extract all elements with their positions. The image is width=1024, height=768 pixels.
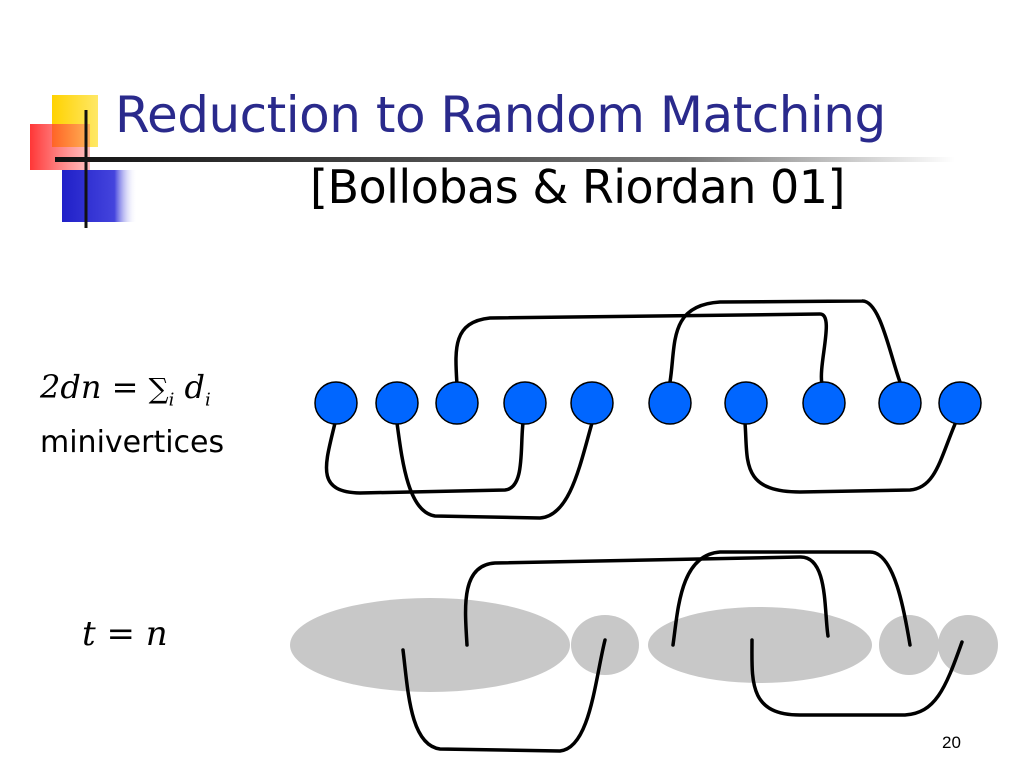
vertex-cluster: [938, 615, 998, 675]
top-edge-7-10: [743, 421, 957, 494]
slide-title: Reduction to Random Matching: [115, 86, 886, 144]
summation-icon: ∑: [148, 372, 169, 405]
vertex-clusters: [290, 598, 998, 692]
minivertex-node: [878, 381, 922, 425]
vertex-cluster: [648, 607, 872, 683]
page-number: 20: [942, 733, 961, 752]
bottom-edge-upper-1: [463, 555, 830, 647]
t-equals-n-equation: t = n: [82, 614, 168, 654]
equation-lhs: 2dn: [40, 368, 102, 406]
bottom-edge-lower-2: [750, 638, 964, 717]
equation-term: d: [184, 368, 206, 406]
logo-blue-square: [62, 170, 137, 222]
minivertex-node: [938, 381, 982, 425]
slide-subtitle: [Bollobas & Riordan 01]: [310, 160, 845, 214]
equation-equals-bottom: =: [106, 614, 146, 654]
minivertex-node: [570, 381, 614, 425]
equation-var: t: [82, 614, 96, 654]
minivertices-label: minivertices: [40, 425, 225, 460]
minivertex-count-equation: 2dn = ∑i di: [40, 368, 211, 410]
minivertex-node: [802, 381, 846, 425]
top-edge-1-4: [324, 421, 525, 495]
vertex-cluster: [290, 598, 570, 692]
minivertex-node: [375, 381, 419, 425]
equation-rhs: n: [145, 614, 168, 654]
bottom-edge-lower-1: [401, 638, 607, 753]
top-edge-2-5: [395, 421, 594, 520]
equation-term-index: i: [205, 389, 211, 411]
logo-red-square: [30, 124, 90, 170]
minivertex-node: [314, 381, 358, 425]
minivertex-nodes: [314, 381, 982, 425]
summation-index: i: [168, 389, 175, 411]
minivertex-node: [435, 381, 479, 425]
slide-logo-decoration: [30, 95, 955, 228]
top-edge-6-9: [668, 299, 902, 384]
title-underline: [55, 157, 955, 162]
equation-equals: =: [111, 368, 149, 406]
top-edge-3-8: [454, 312, 829, 387]
bottom-edge-upper-2: [671, 550, 912, 647]
minivertex-node: [503, 381, 547, 425]
minivertex-node: [724, 381, 768, 425]
minivertex-node: [648, 381, 692, 425]
